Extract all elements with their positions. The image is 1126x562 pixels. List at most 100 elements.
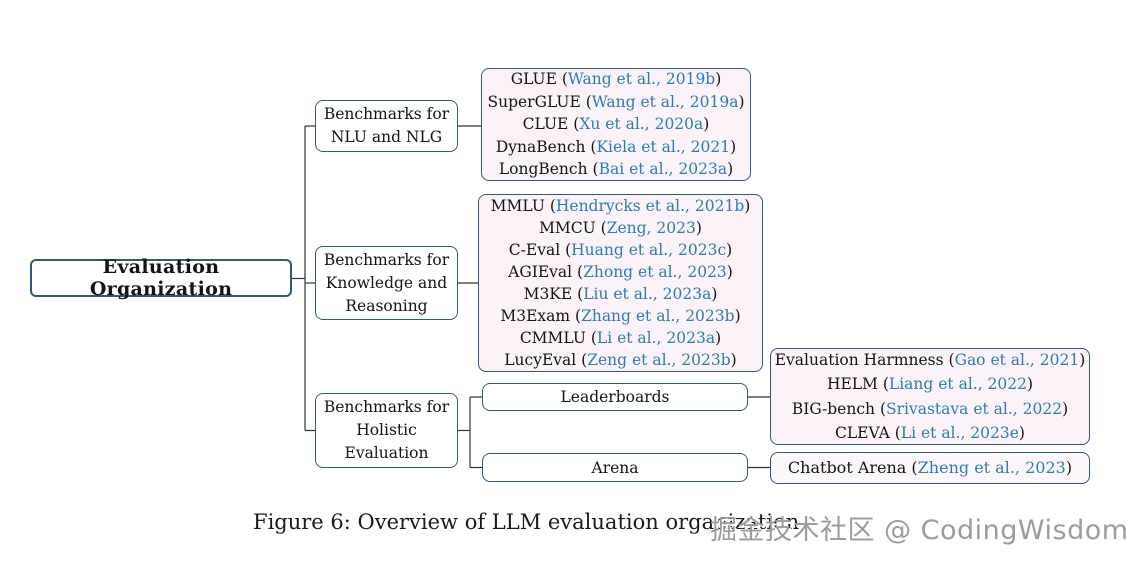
paren-close: ) [727,160,734,179]
citation-link: Srivastava et al., 2022 [886,399,1063,418]
list-item: AGIEval (Zhong et al., 2023) [508,261,733,283]
benchmark-name: Chatbot Arena [787,458,907,477]
paren-open: ( [906,458,918,477]
list-item: Evaluation Harmness (Gao et al., 2021) [775,348,1086,372]
figure-caption: Figure 6: Overview of LLM evaluation org… [253,510,800,534]
list-item: Chatbot Arena (Zheng et al., 2023) [788,455,1072,481]
list-item: GLUE (Wang et al., 2019b) [511,68,722,90]
paren-open: ( [570,307,582,326]
list-item: C-Eval (Huang et al., 2023c) [509,239,732,261]
paren-open: ( [587,160,599,179]
branch-node-label: Benchmarks for Knowledge and Reasoning [323,250,450,315]
paren-open: ( [568,115,580,134]
paren-open: ( [572,285,584,303]
benchmark-name: LongBench [498,160,588,179]
paren-close: ) [734,307,741,326]
citation-link: Li et al., 2023a [596,329,716,348]
paren-close: ) [726,262,733,281]
paren-close: ) [726,240,733,259]
branch-node-nlu-nlg: Benchmarks for NLU and NLG [315,100,458,152]
paren-close: ) [738,92,745,111]
paren-close: ) [730,351,737,370]
benchmark-name: Evaluation Harmness [774,351,944,370]
list-item: CMMLU (Li et al., 2023a) [520,327,721,349]
citation-link: Xu et al., 2020a [579,115,704,134]
sub-node-leaderboards: Leaderboards [482,383,748,411]
paren-open: ( [877,375,889,394]
benchmark-name: LucyEval [504,351,577,370]
paren-close: ) [695,218,702,237]
paren-close: ) [730,137,737,156]
paren-close: ) [703,115,710,134]
branch-node-knowledge-reasoning: Benchmarks for Knowledge and Reasoning [315,246,458,320]
paren-close: ) [1027,375,1034,394]
branch-node-label: Benchmarks for Holistic Evaluation [323,398,450,462]
paren-open: ( [585,137,597,156]
benchmark-name: M3KE [523,285,573,303]
paren-open: ( [889,423,901,442]
benchmark-name: M3Exam [500,307,571,326]
citation-link: Zeng et al., 2023b [587,351,731,370]
leaf-list-arena: Chatbot Arena (Zheng et al., 2023) [770,452,1090,484]
paren-open: ( [585,329,597,348]
citation-link: Zeng, 2023 [606,218,696,237]
benchmark-name: DynaBench [495,137,586,156]
paren-open: ( [875,399,886,418]
root-node-evaluation-organization: Evaluation Organization [30,256,292,300]
watermark: 掘金技术社区 @ CodingWisdom [710,515,1126,546]
leaf-list-knowledge-reasoning-benchmarks: MMLU (Hendrycks et al., 2021b) MMCU (Zen… [478,194,763,372]
list-item: LongBench (Bai et al., 2023a) [499,158,733,180]
citation-link: Hendrycks et al., 2021b [555,196,745,215]
benchmark-name: HELM [826,375,878,394]
citation-link: Zhong et al., 2023 [583,262,727,281]
paren-close: ) [744,196,751,215]
citation-link: Bai et al., 2023a [598,160,728,179]
sub-node-arena: Arena [482,453,748,482]
root-node-label: Evaluation Organization [89,256,233,300]
benchmark-name: CLEVA [835,423,890,442]
list-item: M3KE (Liu et al., 2023a) [524,283,718,305]
citation-link: Liang et al., 2022 [888,375,1027,394]
paren-open: ( [595,218,607,237]
paren-open: ( [572,262,584,281]
paren-close: ) [715,329,722,348]
benchmark-name: BIG-bench [791,399,876,418]
paren-open: ( [576,351,588,370]
citation-link: Kiela et al., 2021 [596,137,731,156]
list-item: M3Exam (Zhang et al., 2023b) [500,305,740,327]
list-item: MMLU (Hendrycks et al., 2021b) [491,195,751,217]
citation-link: Wang et al., 2019a [591,92,739,111]
list-item: MMCU (Zeng, 2023) [539,217,702,239]
list-item: SuperGLUE (Wang et al., 2019a) [487,91,744,113]
benchmark-name: SuperGLUE [487,92,581,111]
citation-link: Li et al., 2023e [900,423,1019,442]
list-item: CLUE (Xu et al., 2020a) [523,113,710,135]
benchmark-name: C-Eval [508,240,561,259]
sub-node-label: Leaderboards [560,388,670,406]
citation-link: Zheng et al., 2023 [917,458,1066,477]
benchmark-name: MMLU [490,196,545,215]
paren-close: ) [711,285,718,303]
list-item: LucyEval (Zeng et al., 2023b) [504,349,736,371]
citation-link: Gao et al., 2021 [954,351,1080,370]
benchmark-name: AGIEval [508,262,573,281]
leaf-list-leaderboards: Evaluation Harmness (Gao et al., 2021) H… [770,348,1090,445]
paren-close: ) [1062,399,1069,418]
branch-node-holistic-evaluation: Benchmarks for Holistic Evaluation [315,393,458,468]
citation-link: Wang et al., 2019b [567,70,716,89]
leaf-list-nlu-nlg-benchmarks: GLUE (Wang et al., 2019b) SuperGLUE (Wan… [481,68,751,181]
paren-open: ( [560,240,572,259]
citation-link: Liu et al., 2023a [583,285,712,303]
paren-open: ( [580,92,592,111]
list-item: HELM (Liang et al., 2022) [827,372,1033,396]
benchmark-name: CMMLU [519,329,586,348]
list-item: DynaBench (Kiela et al., 2021) [496,136,736,158]
benchmark-name: GLUE [510,70,557,89]
paren-close: ) [1018,423,1025,442]
list-item: BIG-bench (Srivastava et al., 2022) [792,397,1068,421]
sub-node-label: Arena [591,458,639,477]
list-item: CLEVA (Li et al., 2023e) [835,421,1025,445]
paren-open: ( [943,351,955,370]
